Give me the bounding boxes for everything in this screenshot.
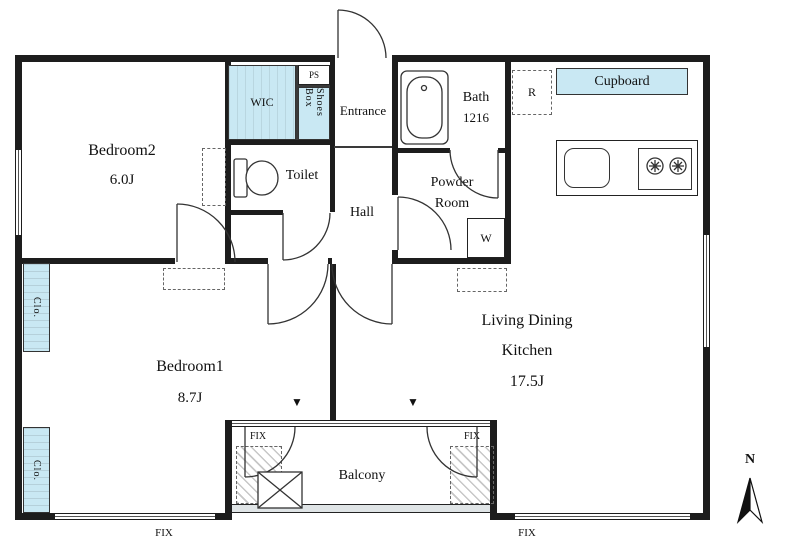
- wall: [225, 62, 231, 260]
- closet-lower: Clo.: [23, 427, 50, 513]
- dashed-fixture-outline: [202, 148, 226, 206]
- window-fix: [515, 513, 690, 520]
- toilet-name: Toilet: [285, 168, 319, 183]
- wall: [225, 210, 283, 215]
- ldk-size: 17.5J: [509, 373, 545, 390]
- fix-label-balcony-right: FIX: [463, 431, 481, 442]
- kitchen-sink-icon: [564, 148, 610, 188]
- refrigerator-label: R: [527, 85, 536, 99]
- wall: [392, 250, 398, 264]
- hall-name: Hall: [349, 205, 375, 220]
- balcony-sliding-doors: [232, 420, 490, 427]
- window: [15, 150, 22, 235]
- wall: [392, 55, 710, 62]
- bedroom1-size: 8.7J: [177, 390, 203, 406]
- wall: [328, 258, 332, 264]
- powder-room-name-line2: Room: [434, 196, 470, 211]
- entrance-step-line: [334, 146, 392, 148]
- door-arc-entrance: [337, 9, 387, 59]
- wall: [225, 140, 332, 145]
- closet-lower-label: Clo.: [31, 459, 42, 481]
- compass-icon: [736, 477, 764, 525]
- dashed-fixture-outline: [457, 268, 507, 292]
- door-arc-toilet: [282, 212, 331, 261]
- closet-upper-label: Clo.: [31, 297, 42, 318]
- window-fix: [55, 513, 215, 520]
- fix-label-balcony-left: FIX: [249, 431, 267, 442]
- wall: [225, 258, 268, 264]
- wall: [505, 62, 511, 264]
- wall: [298, 85, 330, 87]
- stove-icon: [638, 148, 692, 190]
- fix-label-bottom-left: FIX: [155, 527, 173, 539]
- wall: [296, 65, 298, 140]
- wall: [22, 258, 175, 264]
- balcony-name: Balcony: [338, 468, 386, 483]
- door-arc-ldk: [331, 263, 393, 325]
- bathtub-icon: [400, 70, 449, 145]
- bath-size: 1216: [463, 110, 489, 125]
- wall: [330, 62, 335, 212]
- balcony-railing: [232, 504, 490, 513]
- ps-label: PS: [308, 70, 319, 80]
- ldk-name-line1: Living Dining: [481, 312, 573, 329]
- shoes-box-label: Shoes Box: [303, 88, 325, 117]
- pipe-space: PS: [298, 65, 330, 85]
- bedroom2-name: Bedroom2: [88, 142, 156, 159]
- wall: [15, 55, 335, 62]
- door-arc-bedroom1: [267, 263, 329, 325]
- window: [703, 235, 710, 347]
- bedroom2-size: 6.0J: [109, 172, 135, 188]
- washing-machine: W: [467, 218, 505, 258]
- fix-label-bottom-right: FIX: [518, 527, 536, 539]
- compass-north-label: N: [744, 452, 756, 467]
- balcony-opening-marker-right: ▼: [407, 395, 419, 409]
- wic-label: WIC: [250, 95, 274, 109]
- shoes-box: Shoes Box: [298, 87, 330, 140]
- wall: [396, 148, 450, 153]
- wall: [225, 420, 232, 520]
- wall: [392, 258, 510, 264]
- balcony-opening-marker-left: ▼: [291, 395, 303, 409]
- cupboard: Cupboard: [556, 68, 688, 95]
- refrigerator-space: R: [512, 70, 552, 115]
- washer-label: W: [480, 230, 492, 245]
- wall: [498, 148, 505, 153]
- dashed-fixture-outline: [163, 268, 225, 290]
- balcony-partition-left: [236, 446, 282, 504]
- entrance-name: Entrance: [339, 103, 387, 118]
- cupboard-label: Cupboard: [594, 73, 650, 89]
- bedroom1-name: Bedroom1: [156, 358, 224, 375]
- powder-room-name-line1: Powder: [430, 175, 474, 190]
- balcony-partition-right: [450, 446, 494, 504]
- closet-upper: Clo.: [23, 263, 50, 352]
- walk-in-closet: WIC: [228, 65, 296, 140]
- bath-name: Bath: [462, 90, 490, 105]
- ldk-name-line2: Kitchen: [501, 342, 553, 359]
- door-arc-bath: [449, 149, 499, 199]
- wall: [330, 264, 336, 422]
- wall: [392, 62, 398, 195]
- wall: [15, 55, 22, 520]
